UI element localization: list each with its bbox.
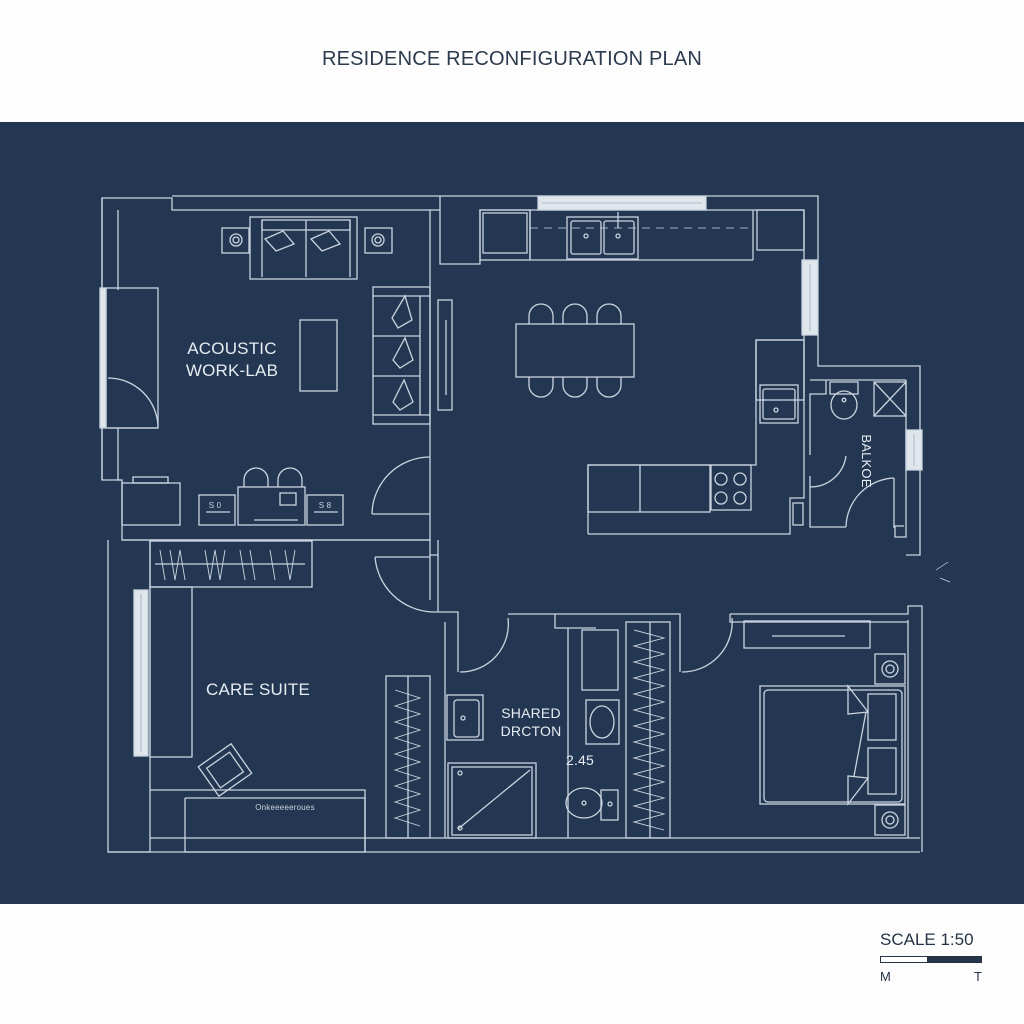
- room-label-line1: SHARED: [501, 705, 561, 721]
- desk-left-label: S 0: [208, 501, 222, 510]
- plan-title: RESIDENCE RECONFIGURATION PLAN: [321, 48, 703, 70]
- kitchen-furniture: [437, 209, 805, 526]
- room-label-care-suite: CARE SUITE: [205, 680, 311, 699]
- scale-ends: M T: [880, 969, 982, 984]
- walls: [101, 195, 923, 853]
- room-label-line2: DRCTON: [500, 723, 562, 739]
- scale-bar-light-segment: [881, 957, 927, 962]
- blueprint-panel: ACOUSTIC WORK-LAB BALKOE CARE SUITE SHAR…: [0, 122, 1024, 904]
- desk-right-label: S 8: [318, 501, 332, 510]
- room-label-line2: WORK-LAB: [185, 361, 279, 380]
- scale-right-end: T: [974, 969, 982, 984]
- scale-legend: SCALE 1:50 M T: [880, 930, 985, 984]
- windows: [99, 195, 923, 757]
- scale-bar: [880, 956, 982, 963]
- room-label-line1: ACOUSTIC: [187, 339, 277, 358]
- room-label-balcony: BALKOE: [859, 434, 874, 488]
- floor-plan-drawing: [99, 195, 951, 853]
- cabinet-label: Onkeeeeeroues: [255, 803, 315, 812]
- room-label-acoustic-work-lab: ACOUSTIC WORK-LAB: [170, 338, 294, 382]
- bedroom-furniture: [625, 620, 906, 839]
- work-lab-furniture: [105, 216, 431, 526]
- dimension-label: 2.45: [565, 752, 595, 768]
- scale-left-end: M: [880, 969, 891, 984]
- balcony-fixtures: [829, 381, 951, 583]
- care-suite-furniture: [149, 540, 431, 839]
- scale-bar-dark-segment: [927, 957, 981, 962]
- bathroom-fixtures: [446, 629, 620, 839]
- scale-label: SCALE 1:50: [880, 930, 974, 949]
- room-label-shared-bathroom: SHARED DRCTON: [486, 704, 576, 740]
